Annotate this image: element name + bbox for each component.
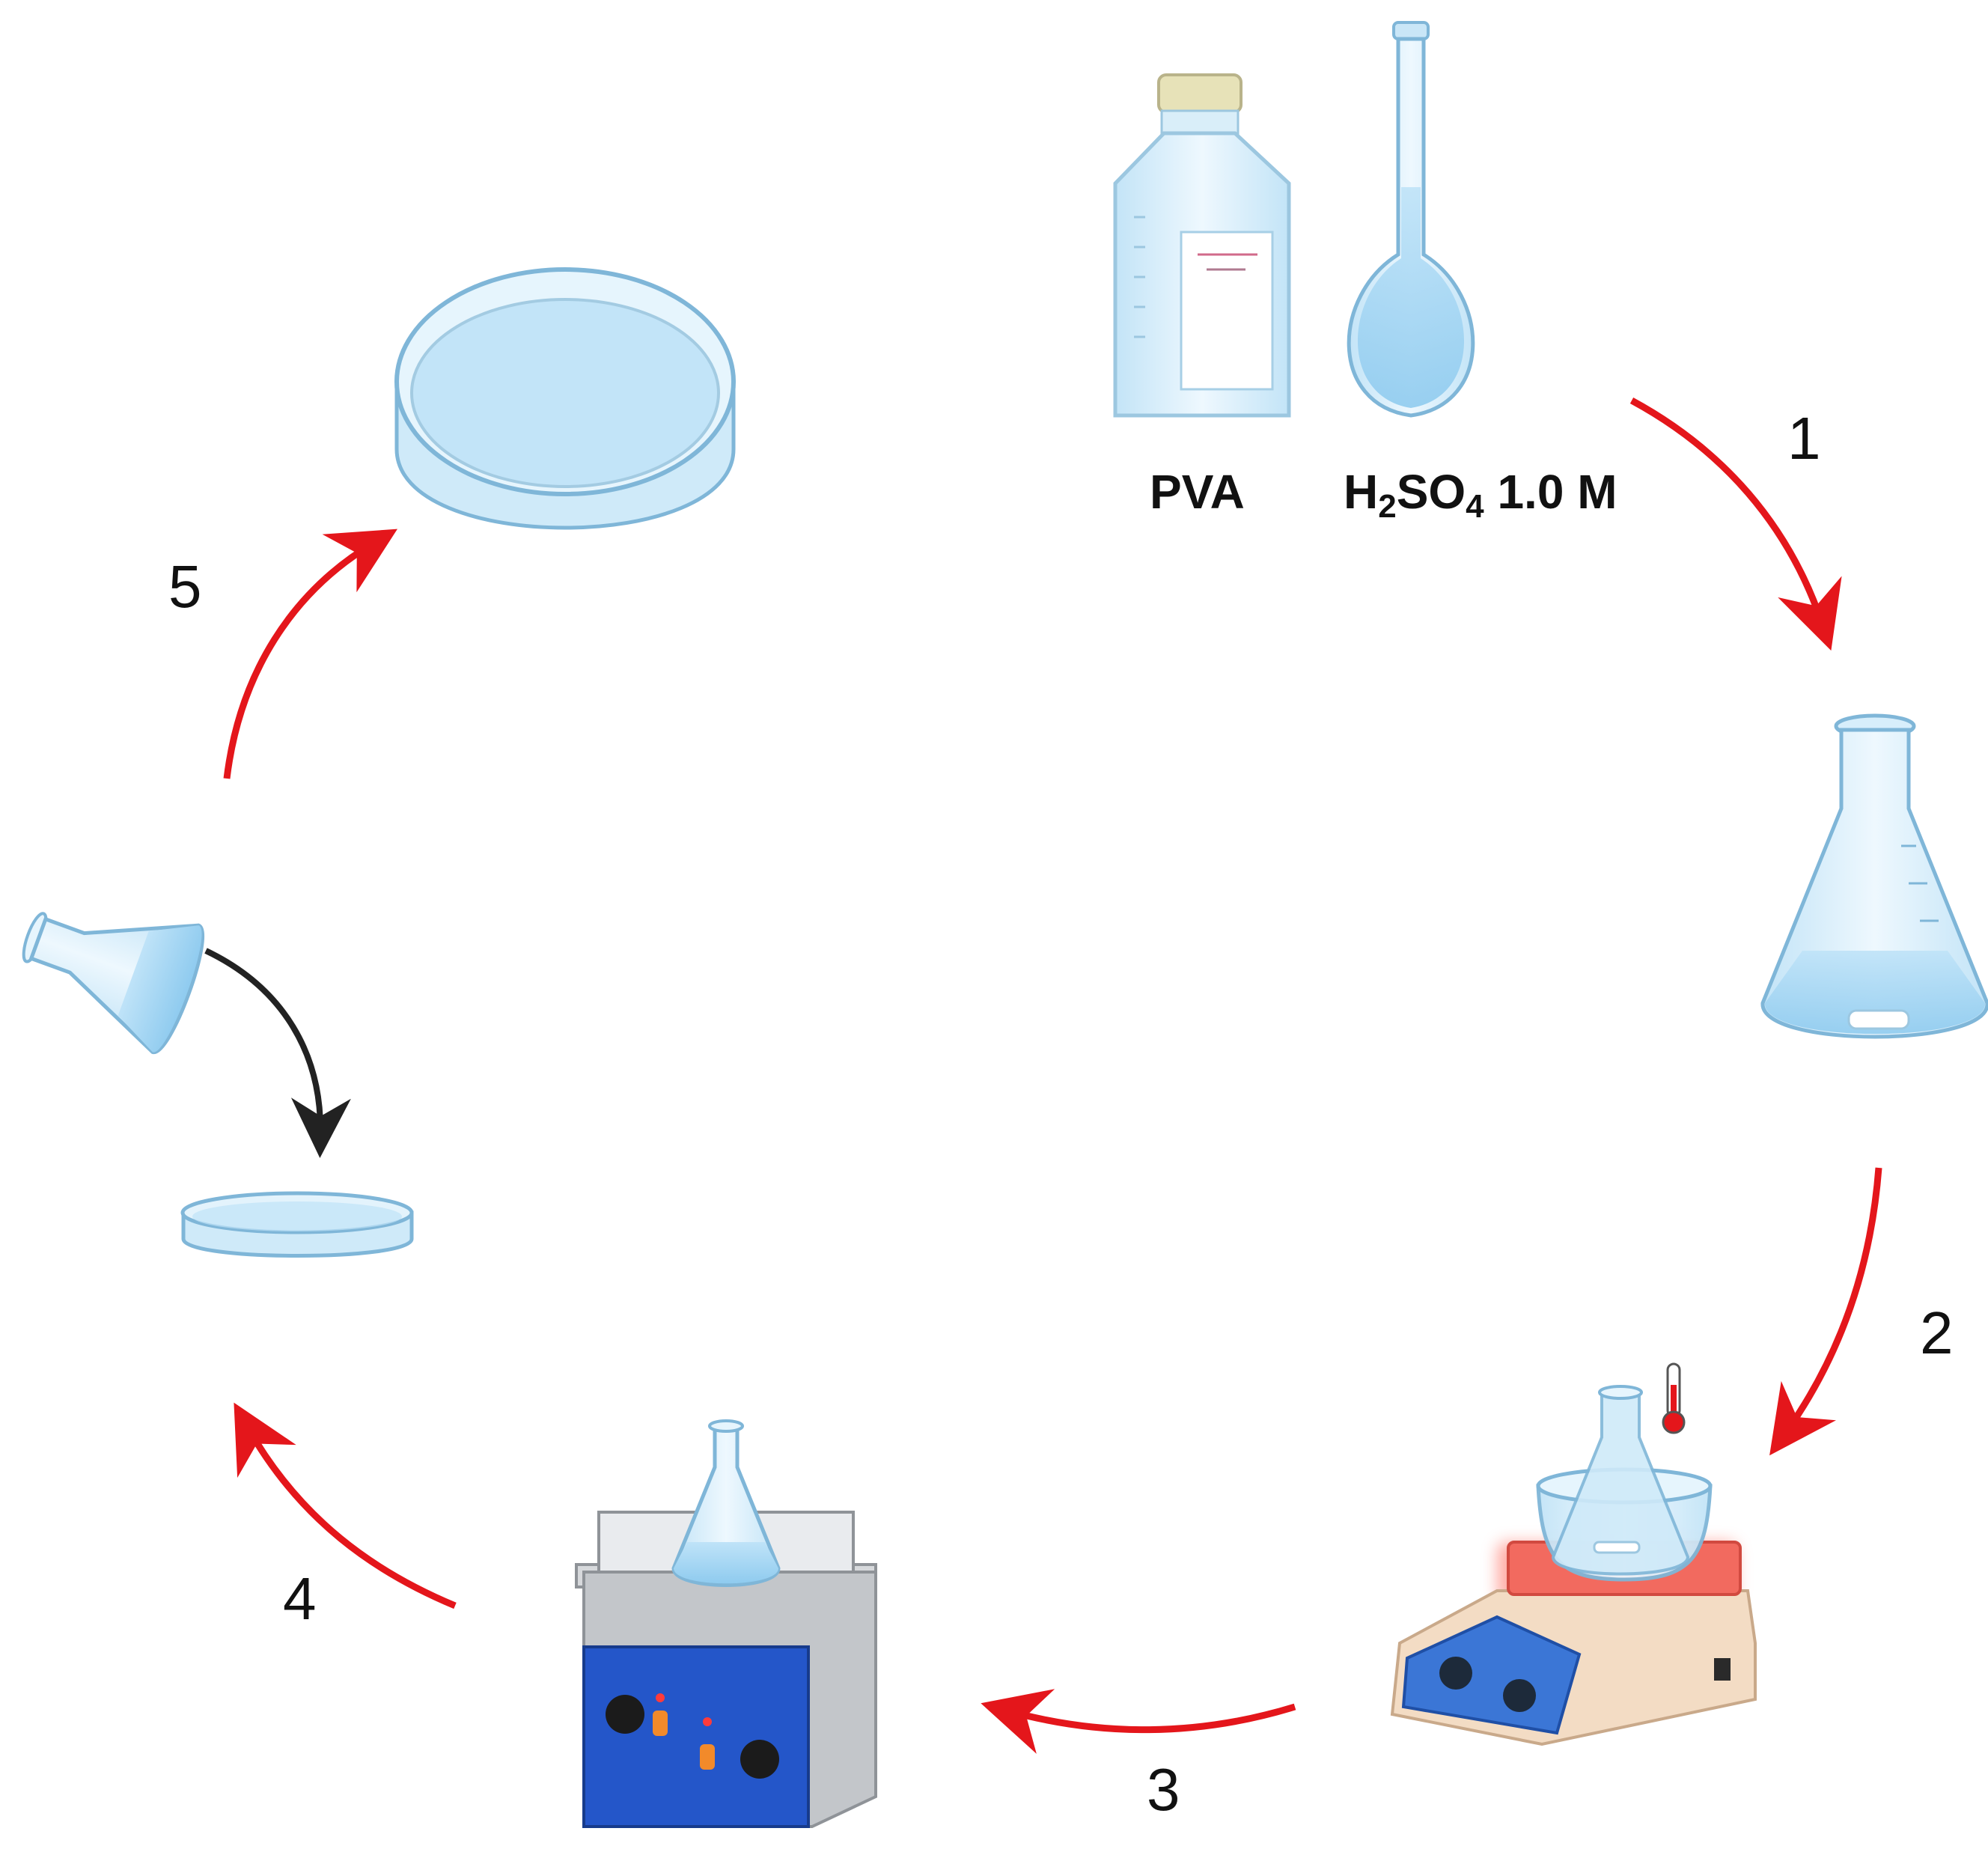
thermometer-icon [1662,1362,1686,1434]
pouring-flask-icon [22,912,204,1054]
large-petri-dish-icon [394,267,736,530]
step-3-arrow [981,1689,1296,1754]
step-2-label: 2 [1920,1300,1954,1366]
acid-formula-sub1: 2 [1378,488,1397,525]
step-4-arrow [234,1402,457,1609]
volumetric-flask-icon [1347,21,1475,418]
acid-formula-h: H [1344,465,1379,519]
pour-arrow [204,948,351,1158]
acid-formula-sub2: 4 [1466,488,1484,525]
step-1-label: 1 [1787,405,1821,472]
ultrasonic-bath-icon [575,1419,877,1828]
step-4-label: 4 [283,1565,317,1632]
step-5-arrow [223,529,397,779]
acid-concentration: 1.0 M [1484,465,1617,519]
step-3-label: 3 [1147,1756,1180,1823]
acid-label: H2SO4 1.0 M [1344,464,1617,526]
pva-bottle-icon [1113,73,1291,418]
small-petri-dish-icon [180,1191,414,1258]
pva-label: PVA [1150,465,1245,519]
acid-formula-so: SO [1396,465,1466,519]
step-5-label: 5 [168,553,202,620]
erlenmeyer-flask-icon [1760,713,1988,1039]
step-2-arrow [1769,1167,1882,1456]
hotplate-stirrer-icon [1390,1385,1757,1746]
step-1-arrow [1629,398,1842,651]
